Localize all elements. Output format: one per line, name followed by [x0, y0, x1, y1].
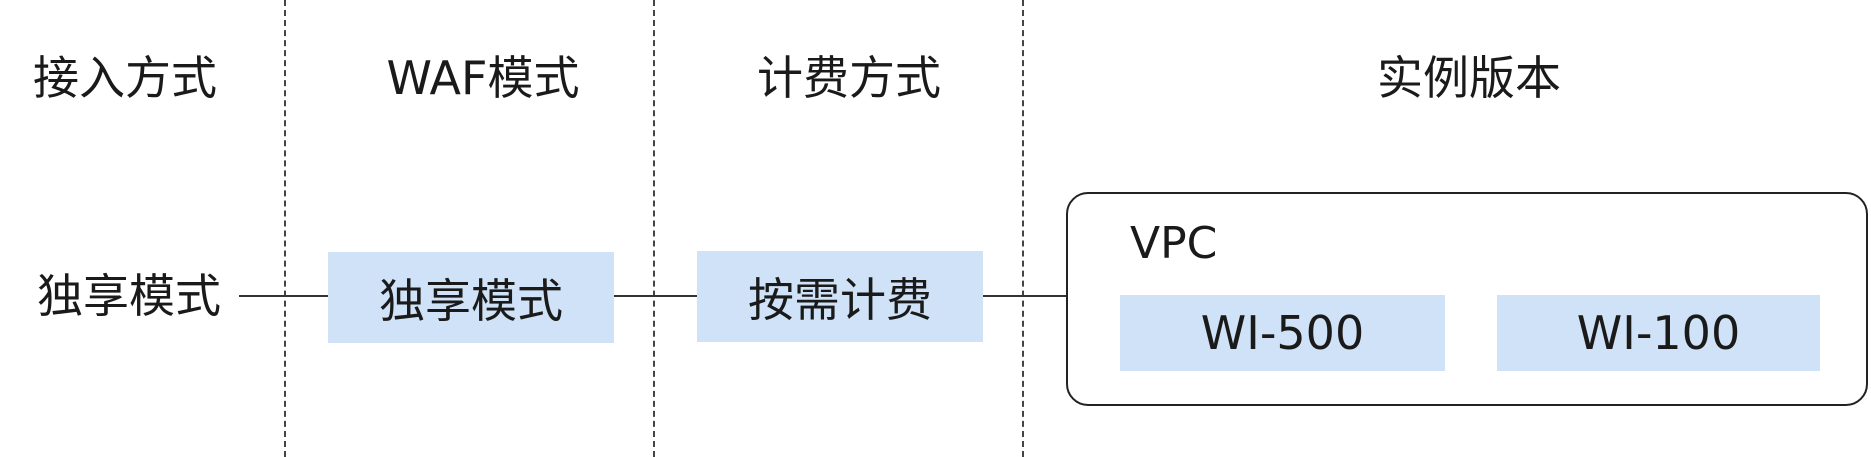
vpc-container: VPC WI-500 WI-100: [1066, 192, 1868, 406]
waf-mode-box: 独享模式: [328, 252, 614, 343]
column-divider-3: [1022, 0, 1024, 457]
vpc-label: VPC: [1130, 218, 1218, 269]
header-access-mode: 接入方式: [33, 51, 217, 105]
edition-box-wi-100: WI-100: [1497, 295, 1820, 371]
column-divider-1: [284, 0, 286, 457]
header-instance-edition: 实例版本: [1377, 51, 1561, 105]
connector-billing-to-vpc: [983, 295, 1066, 297]
edition-box-wi-500: WI-500: [1120, 295, 1445, 371]
connector-waf-to-billing: [614, 295, 697, 297]
column-divider-2: [653, 0, 655, 457]
header-waf-mode: WAF模式: [386, 51, 580, 105]
connector-access-to-waf: [239, 295, 328, 297]
billing-mode-box: 按需计费: [697, 251, 983, 342]
access-mode-label: 独享模式: [37, 269, 221, 323]
header-billing-mode: 计费方式: [757, 51, 941, 105]
